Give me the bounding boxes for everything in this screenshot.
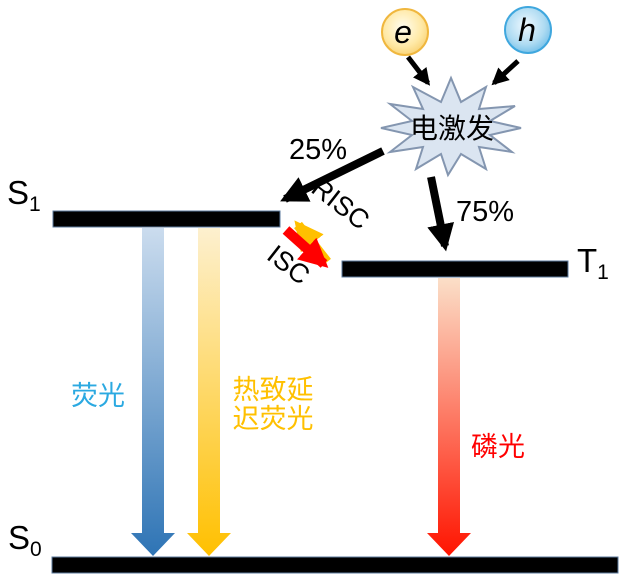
triplet-percentage-label: 75% [456,196,514,228]
electron-label: e [394,14,412,50]
s0-level-bar [51,556,619,574]
tadf-arrow [187,228,231,556]
s0-level-label: S0 [8,519,42,561]
electron-injection-arrow [406,55,431,86]
isc-arrow [282,226,329,268]
singlet-percentage-label: 25% [289,134,347,166]
singlet-branch-arrow [280,147,385,203]
s1-level-label: S1 [7,174,41,216]
risc-label: RISC [306,172,375,235]
excitation-label: 电激发 [410,113,494,144]
tadf-label-line1: 热致延 [233,375,314,405]
phosphorescence-label: 磷光 [471,432,525,462]
s1-level-bar [52,210,281,228]
t1-level-bar [341,260,569,278]
triplet-branch-arrow [427,176,455,252]
excitation-starburst [380,75,522,178]
phosphorescence-arrow [427,278,471,556]
fluorescence-arrow [131,228,175,556]
electron-particle [381,8,429,56]
hole-label: h [518,12,536,48]
hole-particle [504,6,552,54]
tadf-label-line2: 迟荧光 [233,404,314,434]
t1-level-label: T1 [577,242,609,284]
fluorescence-label: 荧光 [71,381,125,411]
hole-injection-arrow [491,59,520,86]
